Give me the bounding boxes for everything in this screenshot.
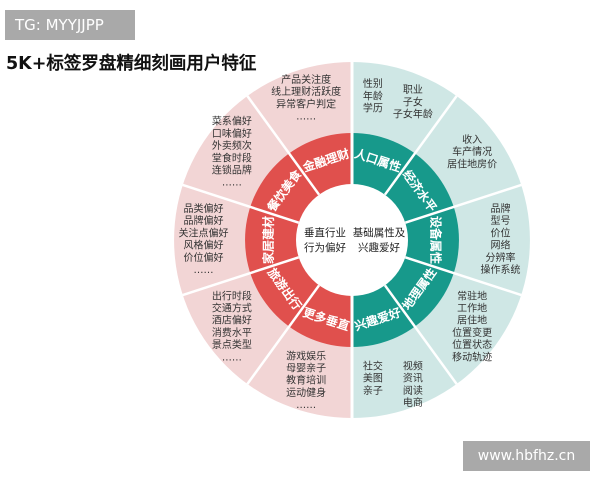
- sector-item-text: 子女: [403, 95, 423, 108]
- sector-item-text: 电商: [403, 396, 423, 409]
- sector-item-text: 堂食时段: [212, 151, 252, 164]
- sector-item-text: 职业: [403, 84, 423, 96]
- sector-item-text: 连锁品牌: [212, 164, 252, 177]
- sector-item-text: 景点类型: [212, 338, 252, 351]
- sector-item-text: 品牌: [491, 202, 511, 215]
- sector-divider: [246, 284, 321, 385]
- sector-item-text: 社交: [363, 360, 383, 373]
- sector-item-text: 阅读: [403, 384, 423, 397]
- sector-item-text: 移动轨迹: [452, 350, 492, 363]
- sector-divider: [182, 256, 300, 297]
- center-label-right: 基础属性及: [353, 226, 406, 239]
- sector-item-text: 价位偏好: [184, 251, 224, 264]
- sector-item-text: ……: [222, 352, 242, 363]
- sector-item-text: ……: [296, 112, 316, 123]
- sector-item-text: 交通方式: [212, 301, 252, 314]
- sector-item-text: 网络: [491, 239, 511, 252]
- sector-item-text: 视频: [403, 359, 423, 372]
- sector-item-text: 消费水平: [212, 326, 252, 339]
- sector-item-text: 亲子: [363, 384, 383, 397]
- sector-item-text: 年龄: [363, 89, 383, 102]
- center-label-left: 垂直行业: [304, 226, 346, 239]
- sector-item-text: 菜系偏好: [212, 115, 252, 128]
- sector-item-text: 分辨率: [486, 251, 516, 264]
- sector-item-text: 工作地: [457, 301, 487, 314]
- center-circle: [296, 184, 408, 296]
- sector-item-text: 风格偏好: [184, 239, 224, 252]
- center-label-right: 兴趣爱好: [358, 241, 400, 254]
- sector-item-text: 教育培训: [286, 374, 326, 387]
- sector-item-text: 品牌偏好: [184, 214, 224, 227]
- sector-item-text: 产品关注度: [281, 73, 331, 86]
- sector-divider: [182, 183, 300, 224]
- sector-item-text: 品类偏好: [184, 202, 224, 215]
- sector-divider: [404, 183, 522, 224]
- sector-item-text: 居住地房价: [447, 157, 497, 170]
- sector-item-text: 子女年龄: [393, 107, 433, 120]
- sector-item-text: ……: [222, 178, 242, 189]
- sector-item-text: 学历: [363, 101, 383, 114]
- center-label-left: 行为偏好: [304, 241, 346, 254]
- ring-label-left: 家居建材: [261, 216, 276, 264]
- sector-item-text: ……: [296, 400, 316, 411]
- sector-item-text: ……: [194, 265, 214, 276]
- sector-item-text: 位置状态: [452, 338, 492, 351]
- sector-item-text: 关注点偏好: [179, 226, 229, 239]
- sector-item-text: 美图: [363, 372, 383, 385]
- sector-divider: [383, 95, 458, 196]
- sector-item-text: 线上理财活跃度: [271, 85, 341, 98]
- sector-item-text: 价位: [491, 226, 511, 239]
- sector-item-text: 收入: [462, 133, 482, 146]
- sector-item-text: 居住地: [457, 314, 487, 327]
- sector-item-text: 操作系统: [481, 263, 521, 276]
- sector-item-text: 异常客户判定: [276, 97, 336, 110]
- source-tag-badge: TG: MYYJJPP: [5, 10, 135, 40]
- website-watermark: www.hbfhz.cn: [463, 441, 590, 471]
- sector-divider: [246, 95, 321, 196]
- sector-item-text: 出行时段: [212, 289, 252, 302]
- sector-item-text: 型号: [491, 214, 511, 227]
- sector-item-text: 口味偏好: [212, 127, 252, 140]
- sector-divider: [404, 256, 522, 297]
- sector-item-text: 运动健身: [286, 386, 326, 399]
- sector-item-text: 常驻地: [457, 289, 487, 302]
- sector-item-text: 性别: [363, 77, 383, 90]
- sector-item-text: 外卖频次: [212, 139, 252, 152]
- sector-item-text: 车产情况: [452, 145, 492, 158]
- sector-item-text: 酒店偏好: [212, 314, 252, 327]
- sector-item-text: 游戏娱乐: [286, 349, 326, 362]
- sector-item-text: 母婴亲子: [286, 362, 326, 375]
- sector-divider: [383, 284, 458, 385]
- page-title: 5K+标签罗盘精细刻画用户特征: [6, 54, 257, 74]
- ring-label-right: 设备属性: [429, 216, 444, 264]
- sector-item-text: 位置变更: [452, 326, 492, 339]
- sector-item-text: 资讯: [403, 373, 423, 385]
